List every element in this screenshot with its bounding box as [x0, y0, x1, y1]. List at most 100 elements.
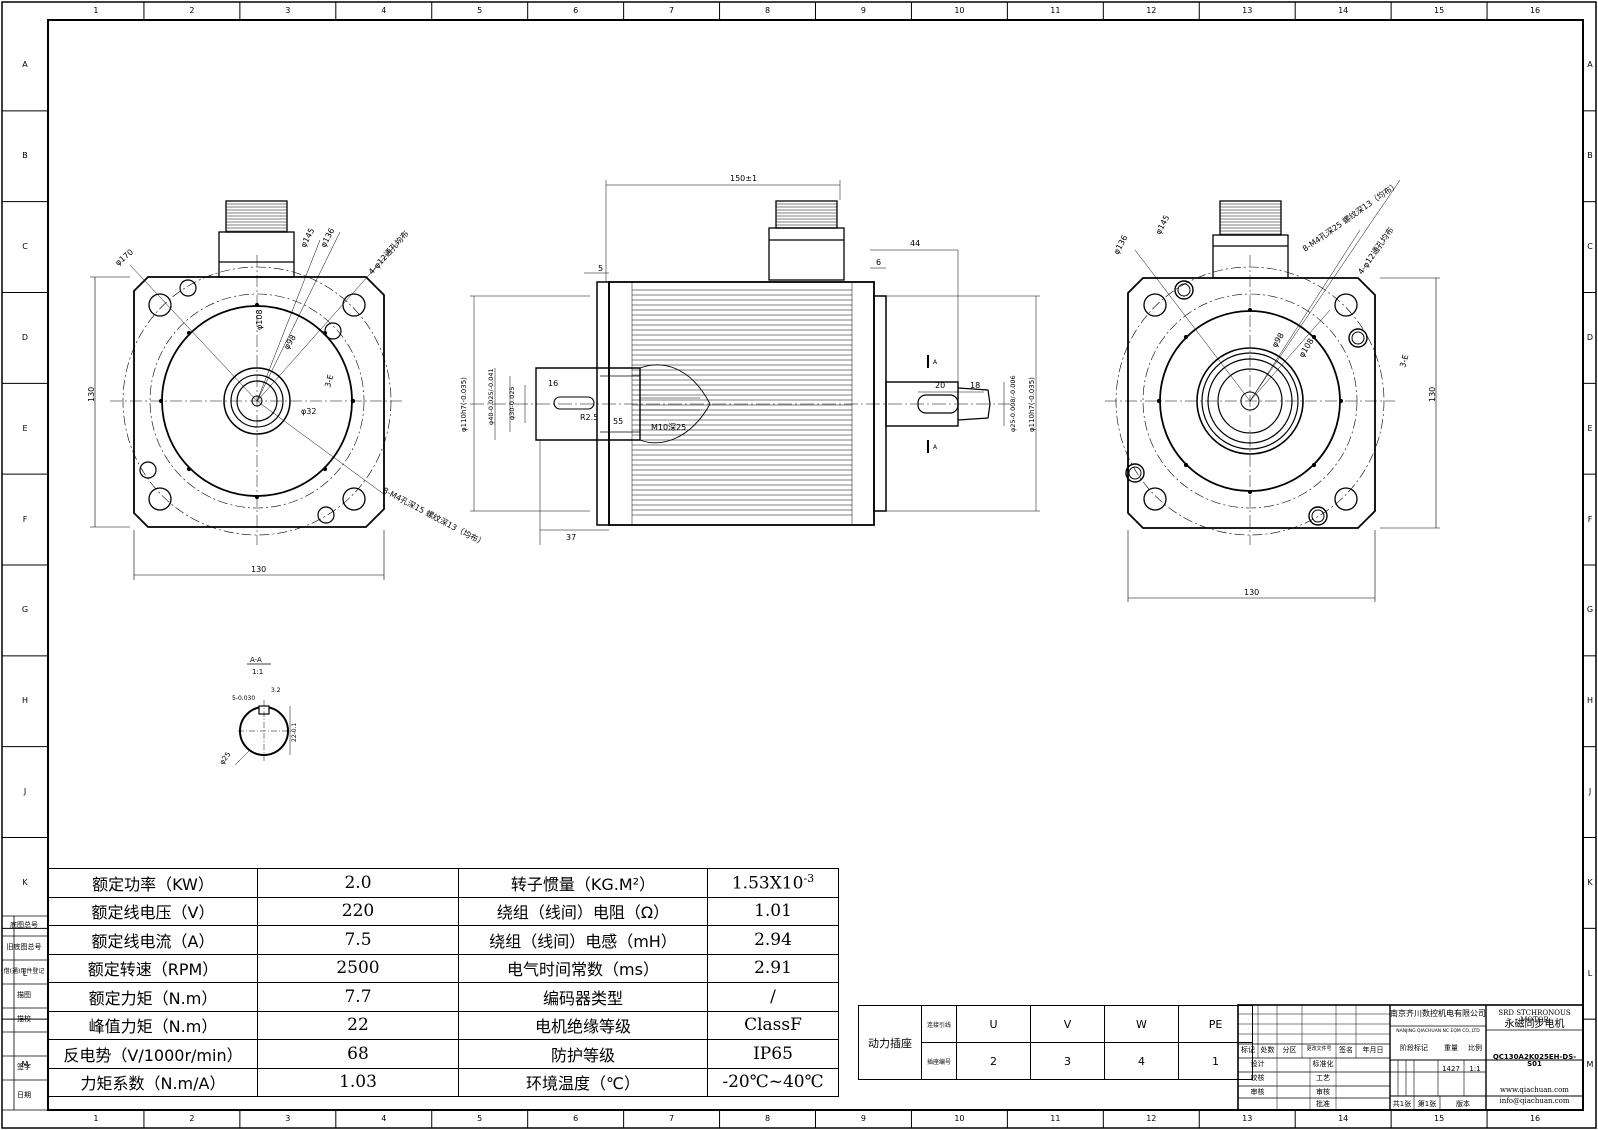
- rear-flange-w-label: 130: [1244, 588, 1259, 597]
- spec-value: 2.91: [707, 953, 839, 983]
- rear-flange-h-label: 130: [1428, 387, 1437, 402]
- col-label-top-3: 3: [285, 6, 291, 15]
- rear-connector: [1212, 200, 1289, 279]
- pin-w-number: 4: [1104, 1042, 1179, 1080]
- col-label-bottom-5: 5: [477, 1114, 483, 1123]
- col-label-top-11: 11: [1050, 6, 1061, 15]
- spec-value: -20℃~40℃: [707, 1067, 839, 1097]
- front-phi145-label: φ145: [299, 227, 317, 249]
- scale-value: 1:1: [1469, 1065, 1481, 1073]
- pin-w: W: [1104, 1005, 1179, 1043]
- rear-view: [1105, 179, 1440, 602]
- spec-value-text: ClassF: [744, 1015, 802, 1036]
- col-label-bottom-8: 8: [764, 1114, 771, 1123]
- side-label-4: 描图: [17, 991, 31, 999]
- side-5-label: 5: [598, 264, 603, 273]
- stage-label: 阶段标记: [1400, 1044, 1428, 1052]
- row-check: 校核: [1250, 1074, 1265, 1082]
- row-label-left-G: G: [21, 605, 29, 615]
- rear-3e-label: 3-E: [1398, 354, 1410, 369]
- side-label-2: 旧底图总号: [6, 943, 42, 951]
- header-zone: 分区: [1282, 1046, 1297, 1054]
- front-3e-label: 3-E: [323, 374, 335, 389]
- pin-u: U: [956, 1005, 1031, 1043]
- spec-value: IP65: [707, 1039, 839, 1069]
- spec-label: 电气时间常数（ms）: [458, 953, 708, 983]
- col-label-bottom-1: 1: [93, 1114, 99, 1123]
- side-phi30-label: φ30-0.025: [508, 386, 516, 420]
- col-label-top-6: 6: [573, 6, 579, 15]
- front-phi108-label: φ108: [255, 309, 264, 330]
- email: info@qiachuan.com: [1499, 1097, 1570, 1105]
- rear-phi98-label: φ98: [1270, 331, 1286, 349]
- col-label-bottom-11: 11: [1050, 1114, 1061, 1123]
- col-label-top-1: 1: [93, 6, 99, 15]
- row-label-left-J: J: [23, 787, 27, 797]
- col-label-top-16: 16: [1529, 6, 1541, 15]
- row-label-left-D: D: [21, 332, 29, 342]
- row-approve: 批准: [1316, 1100, 1330, 1108]
- col-label-bottom-13: 13: [1242, 1114, 1253, 1123]
- rear-phi145-label: φ145: [1154, 214, 1172, 236]
- rear-phi108-label: φ108: [1297, 337, 1316, 359]
- spec-value: 1.03: [257, 1067, 459, 1097]
- col-label-bottom-7: 7: [669, 1114, 675, 1123]
- pin-pe-number: 1: [1178, 1042, 1253, 1080]
- spec-value-exponent: -3: [803, 871, 815, 885]
- spec-value: 2.0: [257, 868, 459, 898]
- side-phi110-left-label: φ110h7(-0.035): [460, 377, 468, 432]
- spec-value-text: 1.53X10: [731, 873, 804, 894]
- spec-label: 额定力矩（N.m）: [48, 982, 258, 1012]
- spec-value-text: 2.94: [754, 929, 792, 950]
- row-label-right-E: E: [1587, 423, 1593, 433]
- row-label-right-J: J: [1588, 787, 1592, 797]
- motor-body: [608, 281, 875, 526]
- side-label-7: 日期: [17, 1091, 31, 1099]
- side-label-5: 描校: [17, 1015, 31, 1023]
- side-connector: [768, 200, 845, 281]
- side-label-3: 借(通)用件登记: [3, 968, 45, 975]
- spec-value: 7.7: [257, 982, 459, 1012]
- drawing-number: QC130A2K025EH-DS-S01: [1492, 1053, 1577, 1069]
- side-16-label: 16: [548, 379, 558, 388]
- side-20-label: 20: [935, 381, 945, 390]
- col-label-top-2: 2: [189, 6, 195, 15]
- sheet-count: 共1张: [1392, 1100, 1412, 1108]
- spec-value: 2.94: [707, 925, 839, 955]
- side-phi25-label: φ25-0.008/-0.006: [1009, 375, 1017, 432]
- pin-u-number: 2: [956, 1042, 1031, 1080]
- side-55-label: 55: [613, 417, 623, 426]
- wiring-row1-label: 连接引线: [921, 1005, 957, 1043]
- section-22-label: 22-0.1: [291, 722, 298, 742]
- row-label-right-F: F: [1587, 514, 1593, 524]
- col-label-bottom-14: 14: [1338, 1114, 1349, 1123]
- side-label-6: 签字: [17, 1063, 31, 1071]
- col-label-top-14: 14: [1338, 6, 1349, 15]
- spec-label: 力矩系数（N.m/A）: [48, 1067, 258, 1097]
- thru-hole: [342, 293, 366, 317]
- spec-label: 反电势（V/1000r/min）: [48, 1039, 258, 1069]
- header-mark: 标记: [1241, 1046, 1255, 1054]
- row-label-left-L: L: [22, 968, 28, 978]
- row-label-right-B: B: [1587, 151, 1593, 161]
- row-label-right-A: A: [1587, 60, 1593, 70]
- spec-label: 电机绝缘等级: [458, 1010, 708, 1040]
- row-label-right-C: C: [1587, 242, 1593, 252]
- website: www.qiachuan.com: [1500, 1086, 1569, 1094]
- row-label-left-E: E: [22, 423, 28, 433]
- row-label-left-B: B: [22, 151, 28, 161]
- spec-label: 额定线电流（A）: [48, 925, 258, 955]
- col-label-bottom-12: 12: [1146, 1114, 1157, 1123]
- col-label-top-4: 4: [381, 6, 387, 15]
- spec-label: 转子惯量（KG.M²）: [458, 868, 708, 898]
- side-phi110-right-label: φ110h7(-0.035): [1028, 377, 1036, 432]
- pin-v-number: 3: [1030, 1042, 1105, 1080]
- row-label-left-F: F: [22, 514, 28, 524]
- section-a-bottom-label: A: [933, 444, 938, 451]
